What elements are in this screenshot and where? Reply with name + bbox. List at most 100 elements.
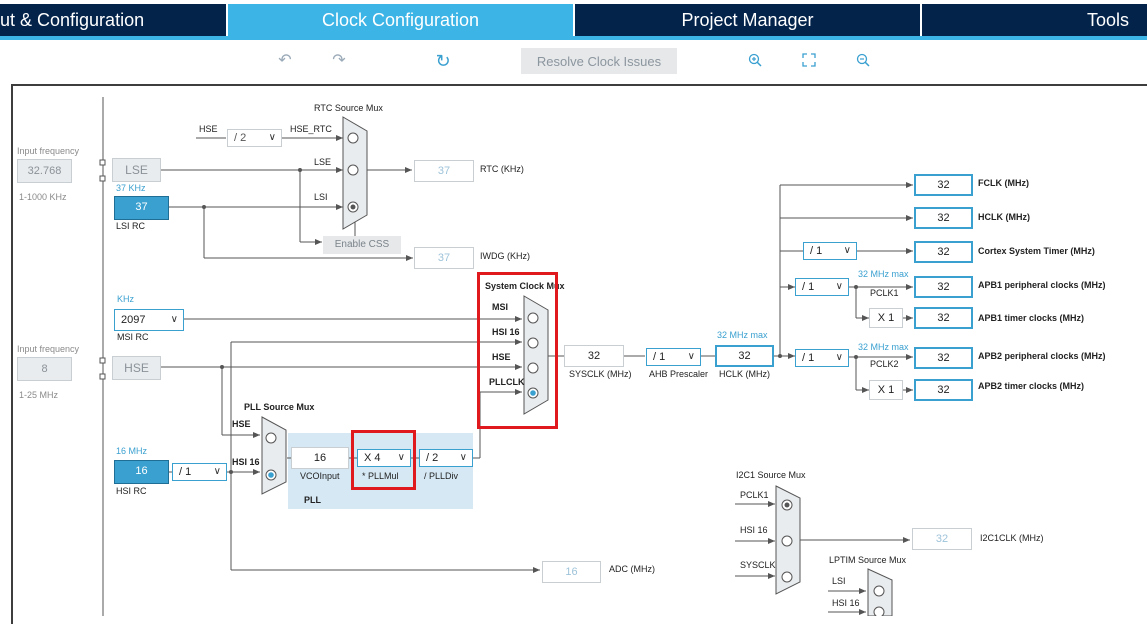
pll-mul-highlight: [351, 430, 416, 490]
rtc-lse-label: LSE: [314, 157, 332, 167]
fit-to-screen-icon[interactable]: [800, 52, 818, 70]
hse-rtc-divider-dropdown[interactable]: / 2 ∨: [227, 129, 282, 147]
lse-block: LSE: [112, 158, 161, 182]
rtc-hse-label: HSE: [199, 124, 218, 134]
hse-range-label: 1-25 MHz: [19, 390, 59, 400]
redo-icon[interactable]: ↷: [332, 52, 346, 69]
refresh-icon[interactable]: ↻: [435, 51, 451, 71]
lsi-rc-block: 37: [114, 196, 169, 220]
chevron-down-icon: ∨: [170, 314, 178, 325]
i2c1-mux-title: I2C1 Source Mux: [736, 470, 806, 480]
hclk-label: HCLK (MHz): [978, 212, 1030, 222]
pll-div-value: / 2: [426, 452, 439, 464]
chevron-down-icon: ∨: [843, 245, 851, 256]
tab-pinout-configuration[interactable]: ut & Configuration: [0, 4, 226, 36]
hsi-rc-label: HSI RC: [116, 486, 147, 496]
i2c1-input-hsi16: HSI 16: [740, 525, 768, 535]
hsi-divider-dropdown[interactable]: / 1∨: [172, 463, 227, 481]
hsi-frequency-label: 16 MHz: [116, 446, 148, 456]
pll-label: PLL: [304, 495, 321, 505]
sysclk-output: 32: [564, 345, 624, 367]
chevron-down-icon: ∨: [397, 452, 405, 463]
lse-range-label: 1-1000 KHz: [19, 192, 67, 202]
lptim-mux-title: LPTIM Source Mux: [829, 555, 907, 565]
hse-block: HSE: [112, 356, 161, 380]
pll-source-mux-title: PLL Source Mux: [244, 402, 315, 412]
tab-project-manager[interactable]: Project Manager: [575, 4, 920, 36]
cortex-timer-divider-value: / 1: [810, 245, 823, 257]
tab-tools[interactable]: Tools: [922, 4, 1147, 36]
chevron-down-icon: ∨: [268, 132, 276, 143]
i2c1-input-pclk1: PCLK1: [740, 490, 769, 500]
pll-mul-dropdown[interactable]: X 4 ∨: [357, 449, 411, 467]
tab-underline: [0, 36, 1147, 40]
resolve-clock-issues-button[interactable]: Resolve Clock Issues: [521, 48, 677, 74]
chevron-down-icon: ∨: [835, 281, 843, 292]
adc-clock-label: ADC (MHz): [609, 564, 655, 574]
pll-block-background: [288, 433, 473, 509]
ahb-prescaler-dropdown[interactable]: / 1 ∨: [646, 348, 701, 366]
chevron-down-icon: ∨: [835, 352, 843, 363]
system-clock-mux-title: System Clock Mux: [485, 281, 565, 291]
apb2-peripheral-output: 32: [914, 347, 973, 369]
apb1-peripheral-output: 32: [914, 276, 973, 298]
pll-source-mux-shape: [261, 416, 287, 495]
lptim-input-hsi16: HSI 16: [832, 598, 860, 608]
tab-clock-configuration[interactable]: Clock Configuration: [228, 4, 573, 36]
cortex-timer-divider-dropdown[interactable]: / 1 ∨: [803, 242, 857, 260]
enable-css-button[interactable]: Enable CSS: [323, 236, 401, 254]
lse-input-frequency-field[interactable]: 32.768: [17, 159, 72, 183]
apb2-prescaler-dropdown[interactable]: / 1 ∨: [795, 349, 849, 367]
top-tab-bar: ut & Configuration Clock Configuration P…: [0, 0, 1147, 40]
apb2-timer-label: APB2 timer clocks (MHz): [978, 381, 1085, 391]
chevron-down-icon: ∨: [459, 452, 467, 463]
zoom-out-icon[interactable]: [854, 52, 872, 70]
msi-unit-label: KHz: [117, 294, 135, 304]
apb2-peripheral-label: APB2 peripheral clocks (MHz): [978, 351, 1106, 361]
undo-icon[interactable]: ↶: [278, 52, 292, 69]
apb2-prescaler-value: / 1: [802, 352, 815, 364]
hse-rtc-divider-value: / 2: [234, 132, 247, 144]
apb1-peripheral-label: APB1 peripheral clocks (MHz): [978, 280, 1106, 290]
cortex-timer-label: Cortex System Timer (MHz): [978, 246, 1095, 256]
hclk-mhz-label: HCLK (MHz): [719, 369, 770, 379]
sysclk-label: SYSCLK (MHz): [569, 369, 632, 379]
apb1-max-label: 32 MHz max: [858, 269, 909, 279]
pll-mux-hsi16-label: HSI 16: [232, 457, 260, 467]
system-clock-mux-shape: [523, 295, 549, 415]
ahb-prescaler-value: / 1: [653, 351, 666, 363]
pll-div-label: / PLLDiv: [424, 471, 459, 481]
ahb-prescaler-label: AHB Prescaler: [649, 369, 709, 379]
hsi-rc-block: 16: [114, 460, 169, 484]
sys-mux-input-hse: HSE: [492, 352, 511, 362]
pclk2-label: PCLK2: [870, 359, 899, 369]
adc-clock-output: 16: [542, 561, 601, 583]
i2c1-clock-label: I2C1CLK (MHz): [980, 533, 1044, 543]
vco-input-label: VCOInput: [300, 471, 340, 481]
i2c1-input-sysclk: SYSCLK: [740, 560, 776, 570]
sys-mux-input-pllclk: PLLCLK: [489, 377, 525, 387]
pclk1-label: PCLK1: [870, 288, 899, 298]
hclk-output: 32: [914, 207, 973, 229]
cortex-timer-output: 32: [914, 241, 973, 263]
chevron-down-icon: ∨: [687, 351, 695, 362]
lsi-rc-label: LSI RC: [116, 221, 146, 231]
apb1-timer-output: 32: [914, 307, 973, 329]
msi-rc-label: MSI RC: [117, 332, 149, 342]
zoom-in-icon[interactable]: [746, 52, 764, 70]
i2c1-clock-output: 32: [912, 528, 972, 550]
hse-input-frequency-label: Input frequency: [17, 344, 80, 354]
msi-range-value: 2097: [121, 314, 146, 326]
pll-div-dropdown[interactable]: / 2 ∨: [419, 449, 473, 467]
sys-mux-input-msi: MSI: [492, 302, 509, 312]
fclk-output: 32: [914, 174, 973, 196]
rtc-lsi-label: LSI: [314, 192, 328, 202]
lsi-frequency-label: 37 KHz: [116, 183, 146, 193]
msi-range-dropdown[interactable]: 2097 ∨: [114, 309, 184, 331]
chevron-down-icon: ∨: [213, 466, 221, 477]
pll-mul-value: X 4: [364, 452, 381, 464]
iwdg-frequency-label: IWDG (KHz): [480, 251, 530, 261]
hclk-input-field[interactable]: 32: [715, 345, 774, 367]
apb1-prescaler-dropdown[interactable]: / 1∨: [795, 278, 849, 296]
hse-input-frequency-field[interactable]: 8: [17, 357, 72, 381]
